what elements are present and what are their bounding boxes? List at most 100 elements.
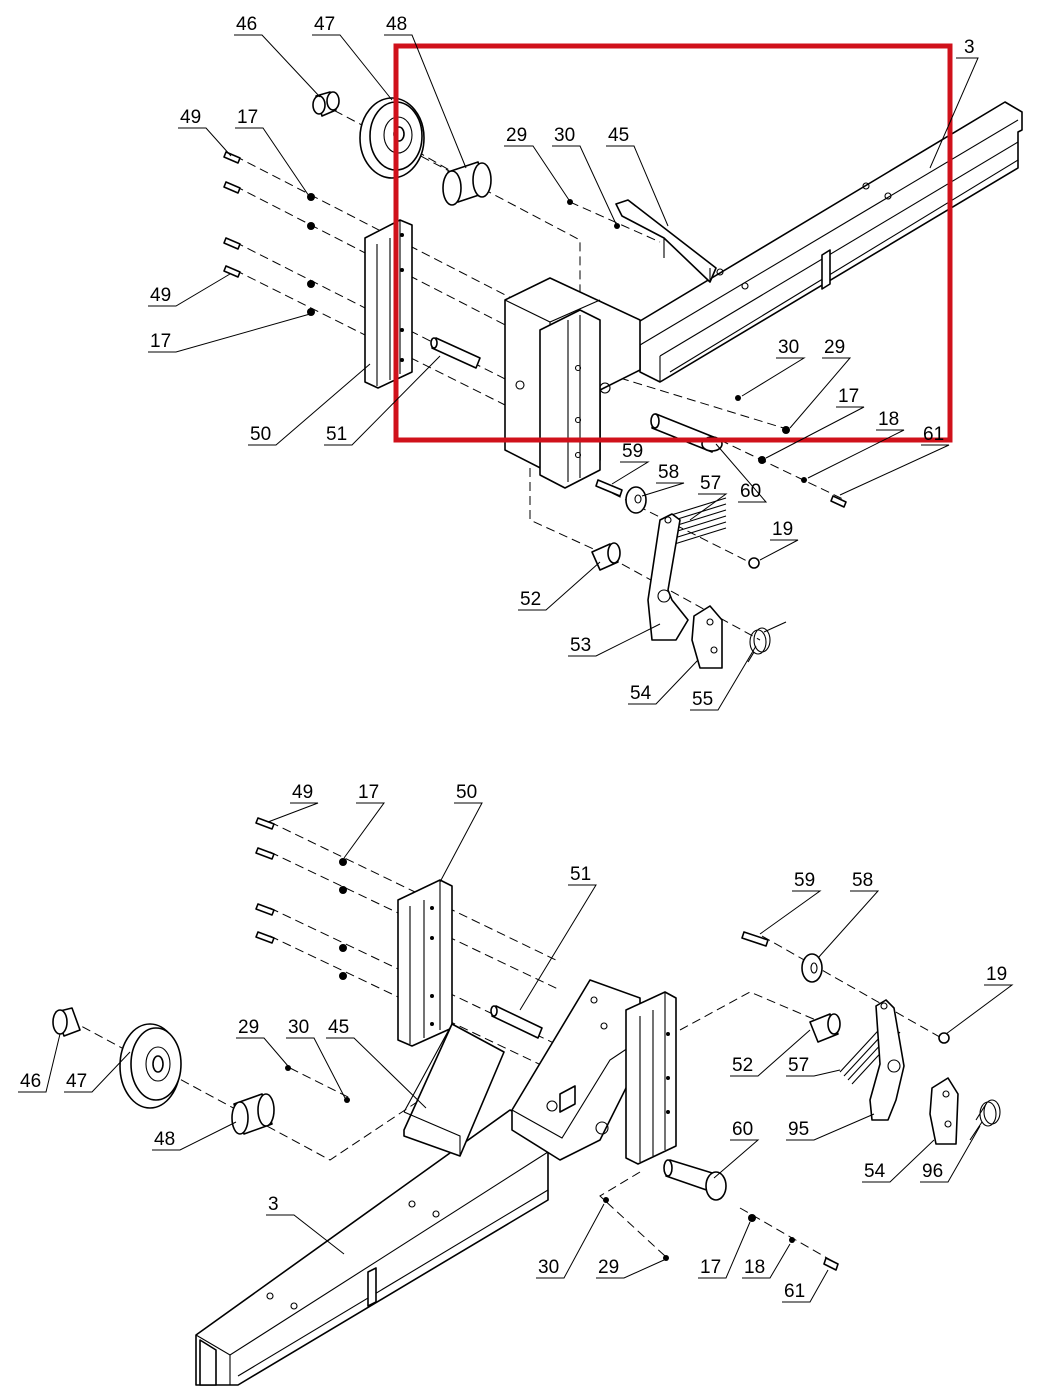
bottom-label-60: 60 xyxy=(732,1119,753,1140)
bottom-label-3: 3 xyxy=(268,1194,279,1215)
spacer-48-bottom xyxy=(231,1093,275,1135)
washer-30a-bottom xyxy=(344,1097,350,1103)
beam-3-top xyxy=(624,101,1023,383)
top-label-49a: 49 xyxy=(180,107,201,128)
bottom-label-29a: 29 xyxy=(238,1017,259,1038)
washer-30b-bottom xyxy=(603,1197,609,1203)
shaft-60-bottom xyxy=(663,1159,727,1201)
lever-95-bottom xyxy=(869,999,905,1121)
bottom-labels: 49 17 50 51 59 58 19 46 47 29 30 45 52 5… xyxy=(20,782,1007,1302)
screw-29a-bottom xyxy=(285,1065,291,1071)
screw-29a-top xyxy=(567,199,573,205)
rail-50-bottom xyxy=(397,879,453,1047)
washer-17c-top xyxy=(758,456,766,464)
beam-3-bottom xyxy=(195,1109,549,1386)
top-label-49b: 49 xyxy=(150,285,171,306)
spring-57-bottom xyxy=(839,1019,901,1085)
spring-55-top xyxy=(747,621,787,663)
bolts-49-bottom xyxy=(255,817,275,944)
bolts-49-top xyxy=(223,151,241,278)
bottom-label-46: 46 xyxy=(20,1071,41,1092)
top-label-53: 53 xyxy=(570,635,591,656)
bottom-label-95: 95 xyxy=(788,1119,809,1140)
top-label-45: 45 xyxy=(608,125,629,146)
top-label-30a: 30 xyxy=(554,125,575,146)
bottom-label-30a: 30 xyxy=(288,1017,309,1038)
bottom-label-96: 96 xyxy=(922,1161,943,1182)
top-label-46: 46 xyxy=(236,14,257,35)
washer-30a-top xyxy=(614,223,620,229)
washer-30b-top xyxy=(735,395,741,401)
screw-29b-bottom xyxy=(663,1255,669,1261)
top-label-55: 55 xyxy=(692,689,713,710)
top-label-52: 52 xyxy=(520,589,541,610)
top-label-60: 60 xyxy=(740,481,761,502)
top-label-3: 3 xyxy=(964,37,975,58)
plate-54-bottom xyxy=(929,1077,959,1145)
bolt-59-bottom xyxy=(741,931,769,947)
top-label-30b: 30 xyxy=(778,337,799,358)
shaft-60-top xyxy=(650,413,723,453)
top-leader-lines xyxy=(148,34,979,711)
top-label-17b: 17 xyxy=(150,331,171,352)
pin-51-bottom xyxy=(490,1005,543,1039)
bracket-45-bottom xyxy=(403,1023,505,1157)
mount-box-bottom xyxy=(511,979,641,1161)
top-label-59: 59 xyxy=(622,441,643,462)
bottom-label-30b: 30 xyxy=(538,1257,559,1278)
top-label-57: 57 xyxy=(700,473,721,494)
bottom-label-19: 19 xyxy=(986,964,1007,985)
top-label-50: 50 xyxy=(250,424,271,445)
pin-51-top xyxy=(430,337,481,369)
washer-18-top xyxy=(801,477,807,483)
spacer-52-bottom xyxy=(809,1013,841,1043)
bushing-46-top xyxy=(312,91,340,117)
top-label-29a: 29 xyxy=(506,125,527,146)
bottom-label-61: 61 xyxy=(784,1281,805,1302)
top-labels: 46 47 48 3 49 17 29 30 45 49 17 30 29 17… xyxy=(150,14,975,710)
top-label-61: 61 xyxy=(923,424,944,445)
mount-box-top xyxy=(504,277,641,489)
washer-17b-bottom xyxy=(748,1214,756,1222)
top-label-51: 51 xyxy=(326,424,347,445)
nut-19-top xyxy=(748,557,760,569)
washers-17-top xyxy=(307,193,315,316)
highlight-frame xyxy=(393,43,953,443)
nut-19-bottom xyxy=(938,1032,950,1044)
roller-58-bottom xyxy=(801,953,823,983)
top-label-17a: 17 xyxy=(237,107,258,128)
lever-53-top xyxy=(647,513,689,641)
bottom-assembly: 49 17 50 51 59 58 19 46 47 29 30 45 52 5… xyxy=(18,782,1014,1386)
top-label-19: 19 xyxy=(772,519,793,540)
bottom-label-58: 58 xyxy=(852,870,873,891)
spring-57-top xyxy=(667,497,727,547)
roller-58-top xyxy=(625,486,647,514)
top-label-18: 18 xyxy=(878,409,899,430)
pulley-47-top xyxy=(359,97,425,179)
top-label-48: 48 xyxy=(386,14,407,35)
spacer-48-top xyxy=(442,161,492,206)
bottom-label-50: 50 xyxy=(456,782,477,803)
top-label-17c: 17 xyxy=(838,386,859,407)
bottom-label-17b: 17 xyxy=(700,1257,721,1278)
top-assembly: 46 47 48 3 49 17 29 30 45 49 17 30 29 17… xyxy=(148,14,1023,711)
plate-54-top xyxy=(691,605,723,669)
bottom-label-17a: 17 xyxy=(358,782,379,803)
pulley-47-bottom xyxy=(119,1023,182,1109)
screw-61-bottom xyxy=(823,1257,839,1271)
top-label-47: 47 xyxy=(314,14,335,35)
bolt-59-top xyxy=(595,479,623,497)
washers-17-bottom xyxy=(339,858,347,980)
screw-61-top xyxy=(830,495,847,508)
rail-50-top xyxy=(364,219,413,389)
bottom-label-48: 48 xyxy=(154,1129,175,1150)
spring-96-bottom xyxy=(969,1099,1001,1141)
bushing-46-bottom xyxy=(52,1007,81,1037)
bottom-label-57: 57 xyxy=(788,1055,809,1076)
screw-29b-top xyxy=(782,426,790,434)
bracket-45-top xyxy=(615,199,717,283)
rail-right-bottom xyxy=(625,991,677,1165)
top-label-58: 58 xyxy=(658,462,679,483)
